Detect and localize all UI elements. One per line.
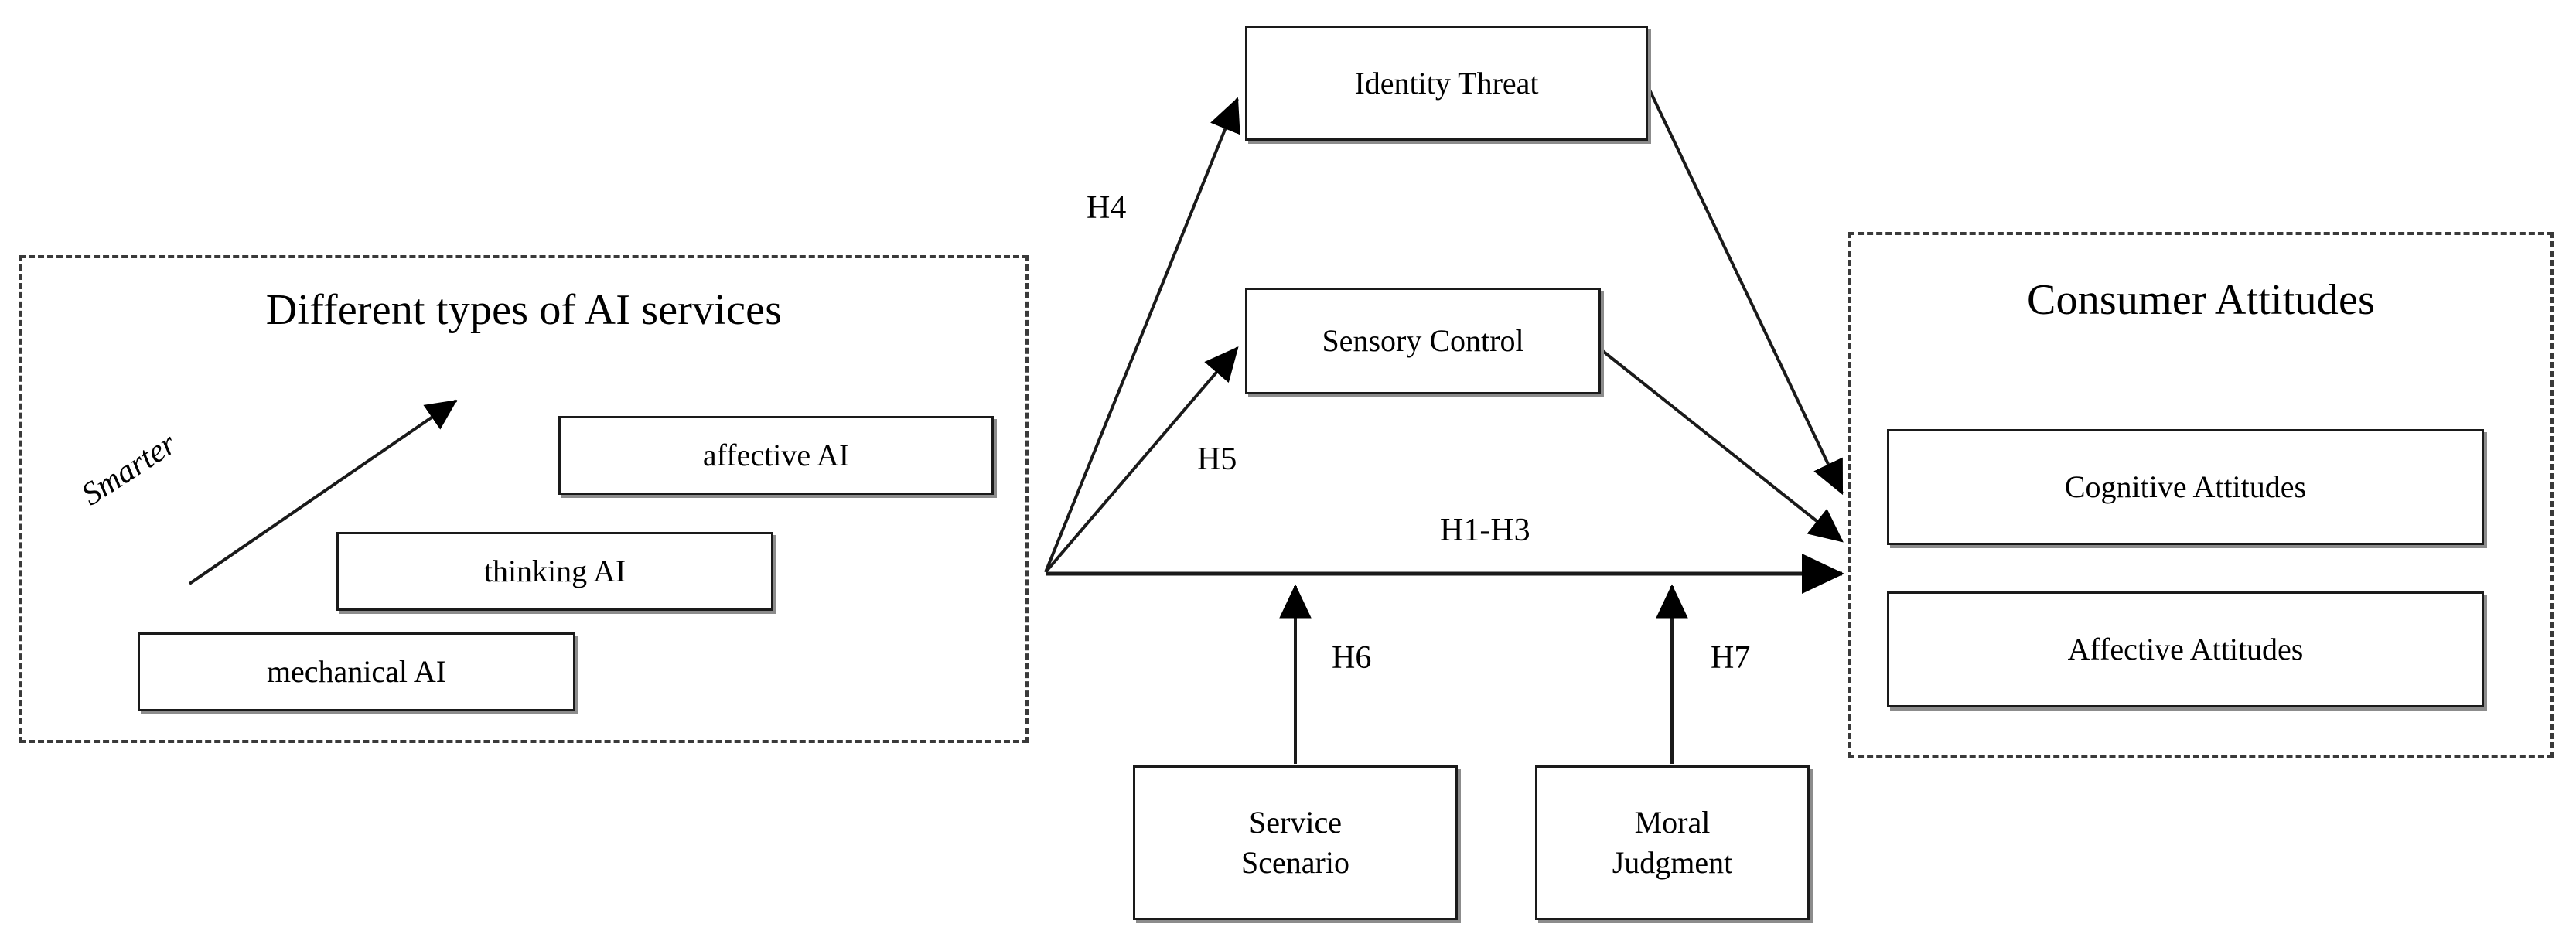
left-panel-ai-service-types: Different types of AI services xyxy=(19,255,1029,743)
node-affective-attitudes[interactable]: Affective Attitudes xyxy=(1887,591,2484,707)
node-identity-threat[interactable]: Identity Threat xyxy=(1245,26,1648,141)
edge-h4-identity-threat xyxy=(1044,97,1240,573)
label-h7: H7 xyxy=(1711,640,1751,676)
node-mechanical-ai[interactable]: mechanical AI xyxy=(138,632,575,711)
label-h6: H6 xyxy=(1332,640,1372,676)
label-h1-h3: H1-H3 xyxy=(1440,513,1530,548)
left-panel-title: Different types of AI services xyxy=(265,286,783,334)
node-affective-ai[interactable]: affective AI xyxy=(558,416,994,495)
edge-identity-threat-to-attitudes xyxy=(1646,86,1844,496)
node-sensory-control[interactable]: Sensory Control xyxy=(1245,288,1601,394)
right-panel-title: Consumer Attitudes xyxy=(2026,276,2376,324)
service-scenario-line1: Service xyxy=(1249,805,1342,840)
node-service-scenario[interactable]: Service Scenario xyxy=(1133,765,1458,920)
node-moral-judgment[interactable]: Moral Judgment xyxy=(1535,765,1810,920)
node-thinking-ai[interactable]: thinking AI xyxy=(336,532,773,611)
service-scenario-line2: Scenario xyxy=(1241,845,1349,880)
label-h5: H5 xyxy=(1197,441,1237,477)
node-cognitive-attitudes[interactable]: Cognitive Attitudes xyxy=(1887,429,2484,545)
edge-sensory-control-to-attitudes xyxy=(1599,348,1844,543)
moral-judgment-line1: Moral xyxy=(1634,805,1711,840)
moral-judgment-line2: Judgment xyxy=(1612,845,1733,880)
right-panel-consumer-attitudes: Consumer Attitudes xyxy=(1848,232,2554,758)
label-h4: H4 xyxy=(1087,190,1127,226)
